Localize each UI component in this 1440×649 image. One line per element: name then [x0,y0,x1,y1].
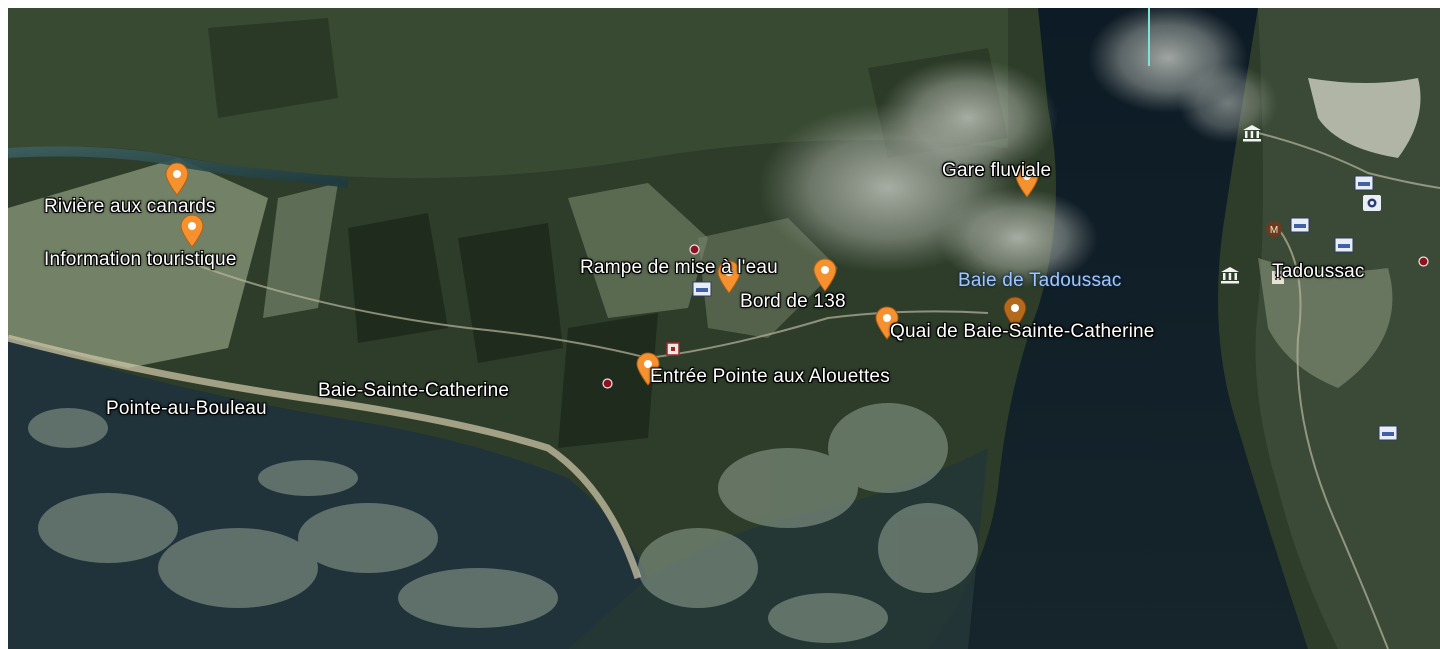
town-dot-icon[interactable] [689,244,700,255]
place-label-gare-fluviale[interactable]: Gare fluviale [942,160,1052,181]
placemark-pin-icon[interactable] [635,352,661,386]
museum-icon[interactable] [1242,124,1262,142]
place-label-pointe-au-bouleau[interactable]: Pointe-au-Bouleau [106,398,267,419]
placemark-pin-icon[interactable] [164,162,190,196]
satellite-map[interactable]: M Riv [8,8,1440,649]
lodging-icon[interactable] [1354,174,1374,192]
satellite-imagery [8,8,1440,649]
lodging-icon[interactable] [1334,236,1354,254]
placemark-pin-icon[interactable] [716,260,742,294]
place-label-tadoussac[interactable]: Tadoussac [1272,261,1365,282]
monument-icon[interactable]: M [1264,220,1284,238]
place-label-rampe-de-mise-a-leau[interactable]: Rampe de mise à l'eau [580,257,778,278]
svg-text:M: M [1270,225,1278,236]
building-icon[interactable] [1268,268,1288,286]
placemark-pin-icon[interactable] [812,258,838,292]
lodging-icon[interactable] [1378,424,1398,442]
lodging-icon[interactable] [692,280,712,298]
lodging-icon[interactable] [1290,216,1310,234]
place-label-baie-sainte-catherine[interactable]: Baie-Sainte-Catherine [318,380,510,401]
placemark-pin-icon[interactable] [179,214,205,248]
water-label-baie-de-tadoussac[interactable]: Baie de Tadoussac [958,270,1122,291]
place-label-entree-pointe-aux-alouettes[interactable]: Entrée Pointe aux Alouettes [650,366,890,387]
place-label-bord-de-138[interactable]: Bord de 138 [740,291,846,312]
placemark-pin-icon[interactable] [874,306,900,340]
placemark-pin-icon[interactable] [1014,164,1040,198]
north-indicator-line [1148,8,1150,66]
place-label-riviere-aux-canards[interactable]: Rivière aux canards [44,196,216,217]
place-label-information-touristique[interactable]: Information touristique [44,249,237,270]
placemark-pin-selected-icon[interactable] [1002,296,1028,330]
place-label-quai-de-baie-sainte-catherine[interactable]: Quai de Baie-Sainte-Catherine [890,321,1155,342]
museum-icon[interactable] [1220,266,1240,284]
town-dot-icon[interactable] [1418,256,1429,267]
info-square-icon[interactable] [663,340,683,358]
camera-icon[interactable] [1362,194,1382,212]
town-dot-icon[interactable] [602,378,613,389]
